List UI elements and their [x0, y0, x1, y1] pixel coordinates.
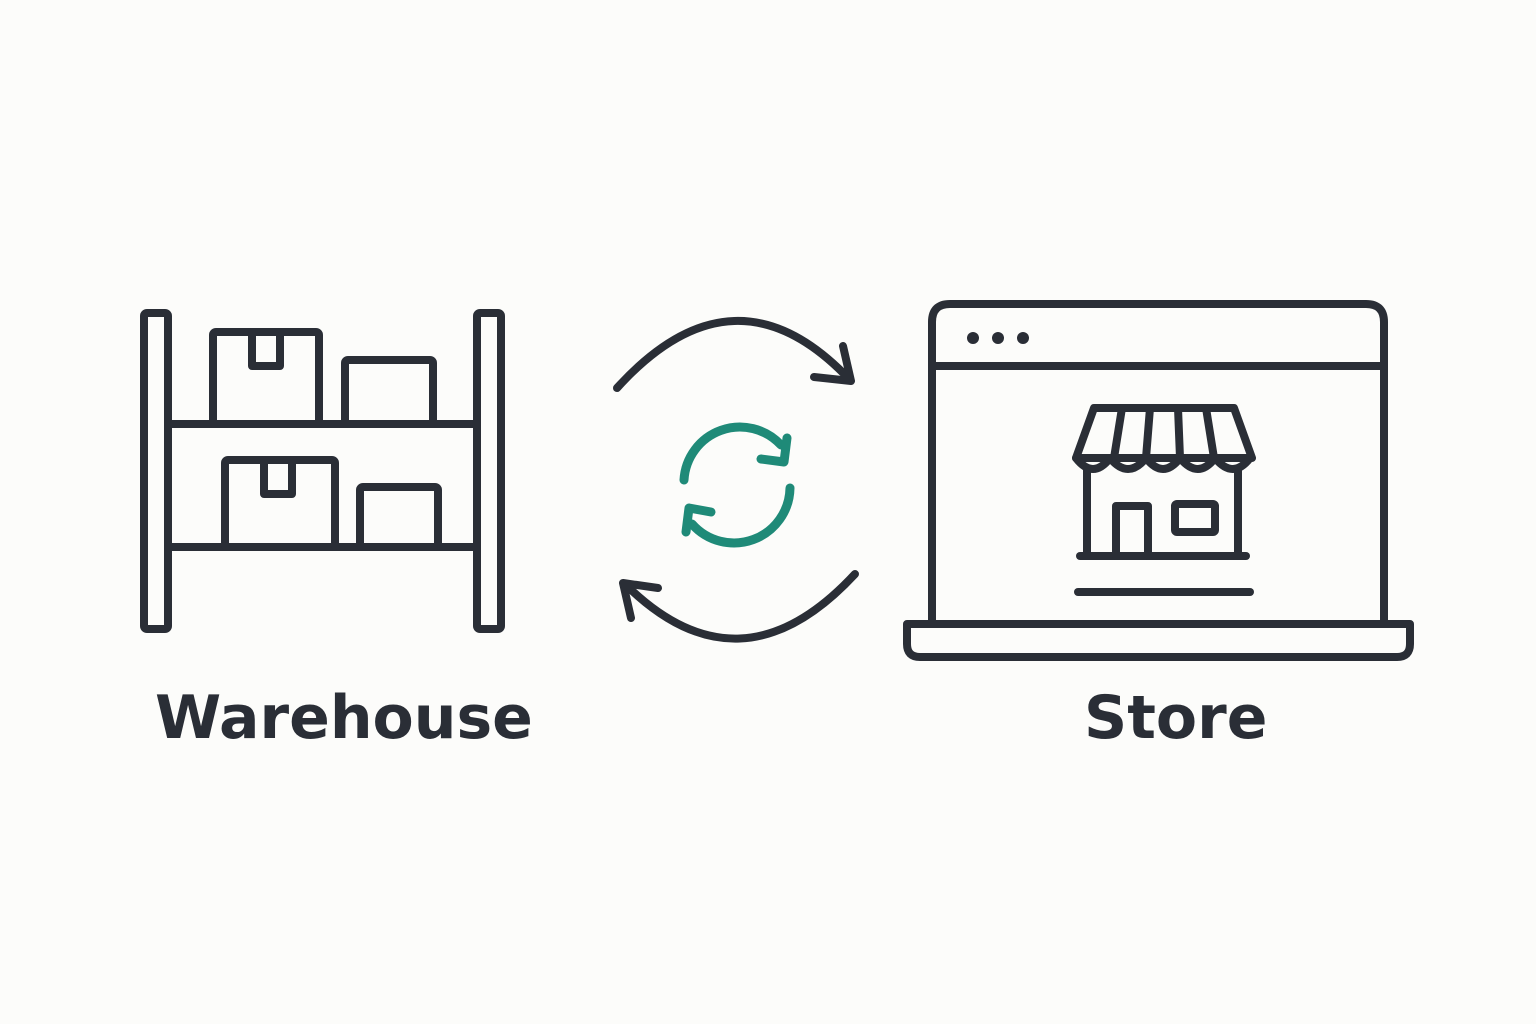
- warehouse-label: Warehouse: [155, 683, 533, 753]
- store-label: Store: [1084, 683, 1268, 753]
